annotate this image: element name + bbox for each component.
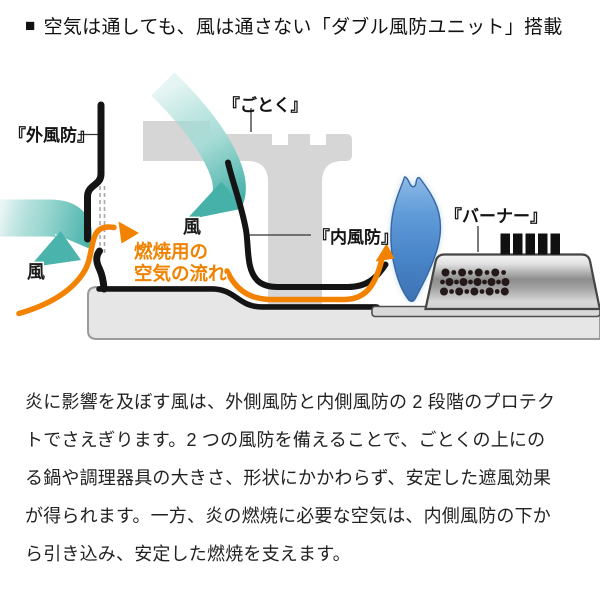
burner-hole xyxy=(440,287,448,296)
airflow-intake-arrowhead-icon xyxy=(118,221,139,244)
gotoku-shape xyxy=(143,121,352,308)
wind-top-arrow xyxy=(151,72,246,211)
airflow-under-arrow xyxy=(224,258,385,303)
wind-left-label: 風 xyxy=(27,262,45,282)
wind-left-arrow xyxy=(0,199,92,249)
wind-top-arrowhead-icon xyxy=(186,181,243,220)
burner-hole xyxy=(451,270,457,275)
burner-hole xyxy=(482,279,487,285)
title-bullet-icon: ■ xyxy=(25,16,36,35)
page-title-text: 空気は通しても、風は通さない「ダブル風防ユニット」搭載 xyxy=(43,17,563,38)
burner-hole xyxy=(474,268,483,277)
wind-left-arrowhead-icon xyxy=(29,231,81,268)
burner-hole xyxy=(455,287,464,296)
base-cut-line xyxy=(96,286,380,310)
description-line: トでさえぎります。2 つの風防を備えることで、ごとくの上にの xyxy=(25,430,546,450)
burner-hole xyxy=(501,278,510,286)
burner-hole xyxy=(485,287,494,296)
burner-hole xyxy=(449,289,454,294)
burner-hole xyxy=(468,279,473,285)
label-connectors xyxy=(78,108,479,252)
outer-windshield-label: 『外風防』 xyxy=(9,125,94,145)
burner-hole xyxy=(473,278,482,286)
description-line: が得られます。一方、炎の燃焼に必要な空気は、内側風防の下か xyxy=(25,506,551,526)
burner-label: 『バーナー』 xyxy=(445,206,547,226)
outer-windshield-line xyxy=(84,101,105,243)
burner-hole xyxy=(487,278,496,286)
burner-hole xyxy=(459,278,468,286)
burner-ports xyxy=(500,233,560,255)
stove-cross-section-diagram: 『外風防』 『ごとく』 『内風防』 『バーナー』 風 風 燃焼用の 空気の流れ xyxy=(0,72,600,340)
burner-hole xyxy=(454,279,459,285)
inner-windshield-line xyxy=(225,159,389,290)
description-line: ら引き込み、安定した燃焼を支えます。 xyxy=(25,544,351,564)
outer-windshield-foot xyxy=(93,247,108,293)
flame-icon xyxy=(390,176,442,303)
burner-hole xyxy=(470,287,479,296)
airflow-under-arrowhead-icon xyxy=(375,243,395,262)
burner-hole xyxy=(440,279,445,285)
burner-hole xyxy=(501,270,506,275)
airflow-label-line2: 空気の流れ xyxy=(134,263,227,284)
burner-hole xyxy=(468,270,473,275)
description-paragraph: 炎に影響を及ぼす風は、外側風防と内側風防の 2 段階のプロテク トでさえぎります… xyxy=(25,383,585,573)
burner-hole xyxy=(479,289,485,294)
gotoku-label: 『ごとく』 xyxy=(223,95,308,115)
burner-hole xyxy=(458,268,467,277)
burner-hole xyxy=(491,268,500,277)
burner-hole xyxy=(441,268,450,277)
inner-windshield-label: 『内風防』 xyxy=(313,227,398,247)
airflow-intake-arrow xyxy=(16,224,117,317)
burner-hole xyxy=(484,270,490,275)
burner-hole xyxy=(496,279,501,285)
description-line: る鍋や調理器具の大きさ、形状にかかわらず、安定した遮風効果 xyxy=(25,468,552,488)
burner-hole xyxy=(445,278,454,286)
burner-body xyxy=(424,253,600,311)
burner-hole xyxy=(494,289,500,294)
description-line: 炎に影響を及ぼす風は、外側風防と内側風防の 2 段階のプロテク xyxy=(25,392,556,412)
page-title: ■ 空気は通しても、風は通さない「ダブル風防ユニット」搭載 xyxy=(25,12,585,39)
burner-hole xyxy=(500,287,509,296)
burner-hole xyxy=(464,289,470,294)
vent-dashed-lines xyxy=(99,186,106,253)
airflow-label-line1: 燃焼用の xyxy=(134,241,208,262)
burner-holes xyxy=(440,268,510,296)
wind-top-label: 風 xyxy=(183,217,201,237)
